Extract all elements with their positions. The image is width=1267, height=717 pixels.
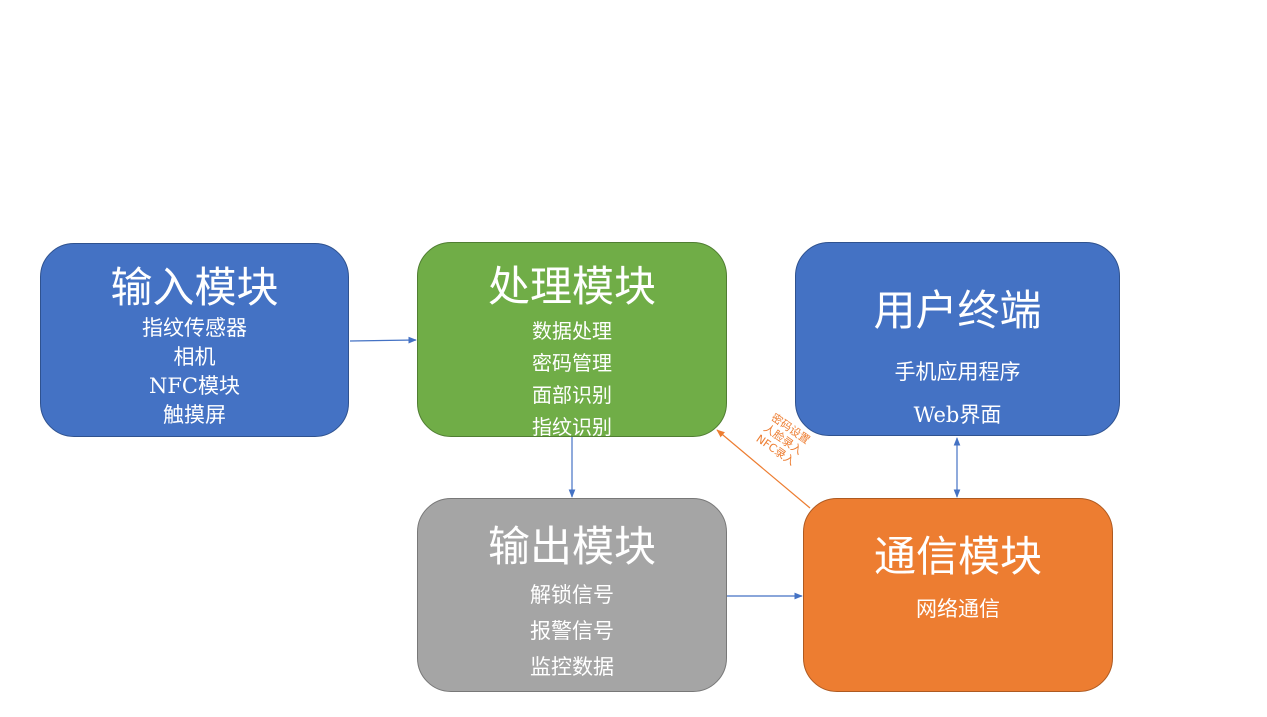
input-module-box: 输入模块 指纹传感器 相机 NFC模块 触摸屏 — [40, 243, 349, 437]
input-module-item: 指纹传感器 — [142, 316, 247, 340]
process-module-items: 数据处理 密码管理 面部识别 指纹识别 — [418, 315, 726, 443]
input-module-items: 指纹传感器 相机 NFC模块 触摸屏 — [41, 314, 348, 430]
output-module-item: 解锁信号 — [530, 583, 614, 607]
communication-module-item: 网络通信 — [916, 597, 1000, 621]
arrow-input-to-process — [349, 336, 417, 344]
user-terminal-title: 用户终端 — [873, 286, 1042, 335]
process-module-item: 面部识别 — [532, 383, 612, 407]
user-terminal-item: Web界面 — [913, 403, 1002, 427]
process-module-item: 密码管理 — [532, 351, 612, 375]
arrow-comm-to-process — [716, 429, 811, 509]
input-module-item: 触摸屏 — [163, 403, 226, 427]
output-module-title: 输出模块 — [487, 522, 656, 571]
input-module-item: NFC模块 — [148, 374, 240, 398]
input-module-item: 相机 — [173, 345, 216, 369]
process-module-item: 数据处理 — [532, 319, 612, 343]
communication-module-title: 通信模块 — [873, 532, 1042, 581]
user-terminal-box: 用户终端 手机应用程序 Web界面 — [795, 242, 1120, 436]
process-module-item: 指纹识别 — [532, 415, 612, 439]
communication-module-box: 通信模块 网络通信 — [803, 498, 1113, 692]
communication-module-items: 网络通信 — [804, 589, 1112, 629]
process-module-title: 处理模块 — [487, 262, 656, 311]
output-module-box: 输出模块 解锁信号 报警信号 监控数据 — [417, 498, 727, 692]
user-terminal-items: 手机应用程序 Web界面 — [796, 351, 1119, 437]
process-module-box: 处理模块 数据处理 密码管理 面部识别 指纹识别 — [417, 242, 727, 439]
output-module-items: 解锁信号 报警信号 监控数据 — [418, 577, 726, 685]
output-module-item: 监控数据 — [530, 655, 614, 679]
user-terminal-item: 手机应用程序 — [894, 360, 1021, 384]
output-module-item: 报警信号 — [530, 619, 614, 643]
input-module-title: 输入模块 — [110, 263, 279, 312]
